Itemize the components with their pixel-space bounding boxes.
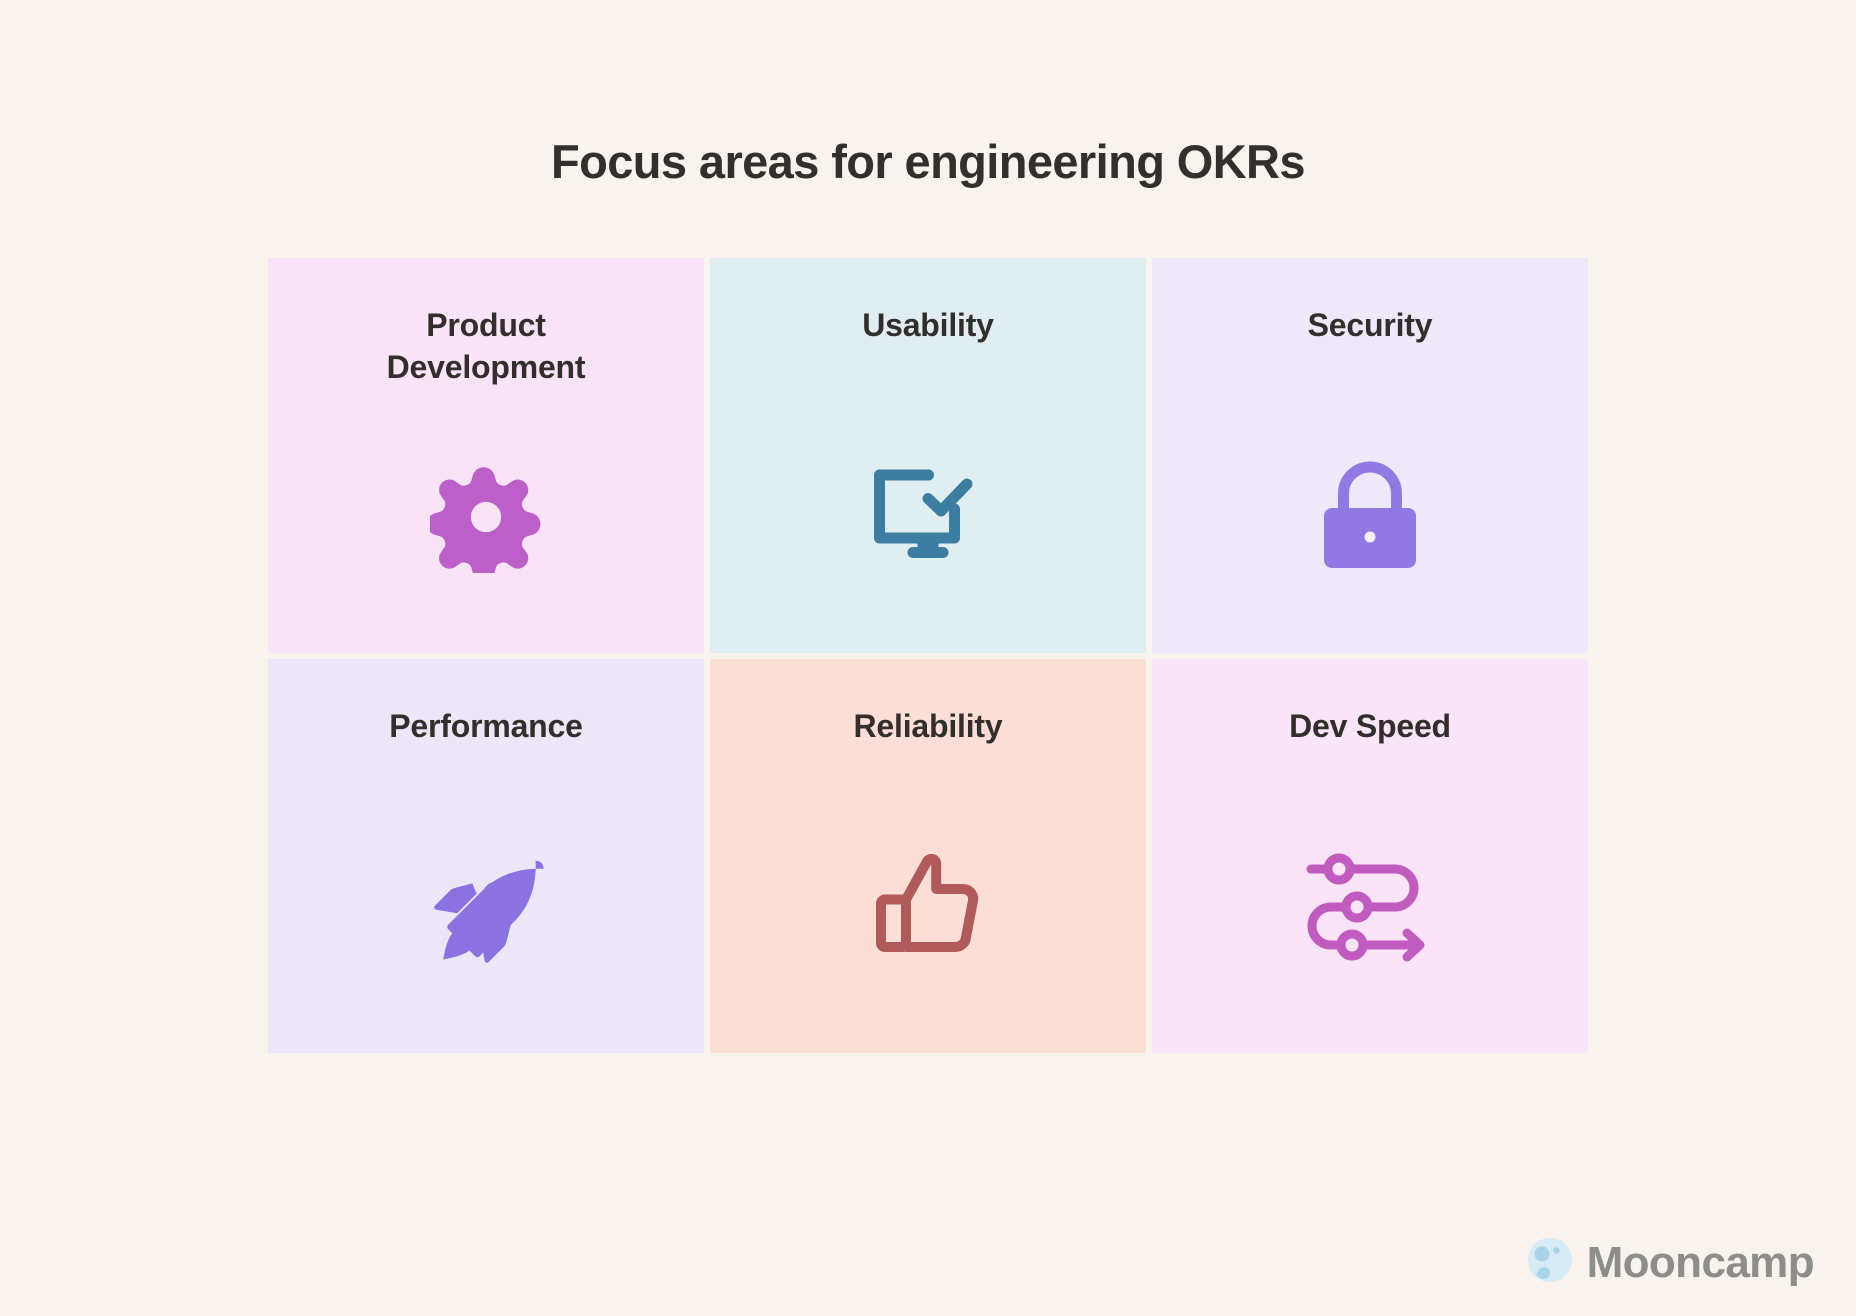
focus-card-label: Reliability bbox=[853, 707, 1003, 744]
focus-card-product-development[interactable]: Product Development bbox=[268, 258, 704, 653]
focus-card-label: Security bbox=[1307, 307, 1433, 343]
lock-icon bbox=[1152, 461, 1588, 573]
gear-icon bbox=[268, 461, 704, 573]
mooncamp-logo: Mooncamp bbox=[1527, 1237, 1815, 1288]
moon-icon bbox=[1527, 1237, 1573, 1288]
focus-card-security[interactable]: Security bbox=[1152, 258, 1588, 653]
page-title: Focus areas for engineering OKRs bbox=[551, 135, 1305, 188]
focus-card-label: Usability bbox=[862, 307, 994, 343]
focus-area-grid: Product Development Usability bbox=[268, 258, 1588, 1053]
focus-card-dev-speed[interactable]: Dev Speed bbox=[1152, 658, 1588, 1053]
monitor-check-icon bbox=[710, 461, 1146, 571]
rocket-icon bbox=[268, 851, 704, 969]
focus-card-label: Product Development bbox=[386, 307, 586, 386]
roadmap-arrow-icon bbox=[1152, 851, 1588, 963]
focus-card-performance[interactable]: Performance bbox=[268, 658, 704, 1053]
thumbs-up-icon bbox=[710, 851, 1146, 959]
focus-card-label: Performance bbox=[389, 707, 583, 744]
logo-wordmark: Mooncamp bbox=[1586, 1237, 1815, 1287]
focus-card-reliability[interactable]: Reliability bbox=[710, 658, 1146, 1053]
focus-card-usability[interactable]: Usability bbox=[710, 258, 1146, 653]
focus-card-label: Dev Speed bbox=[1289, 707, 1451, 744]
